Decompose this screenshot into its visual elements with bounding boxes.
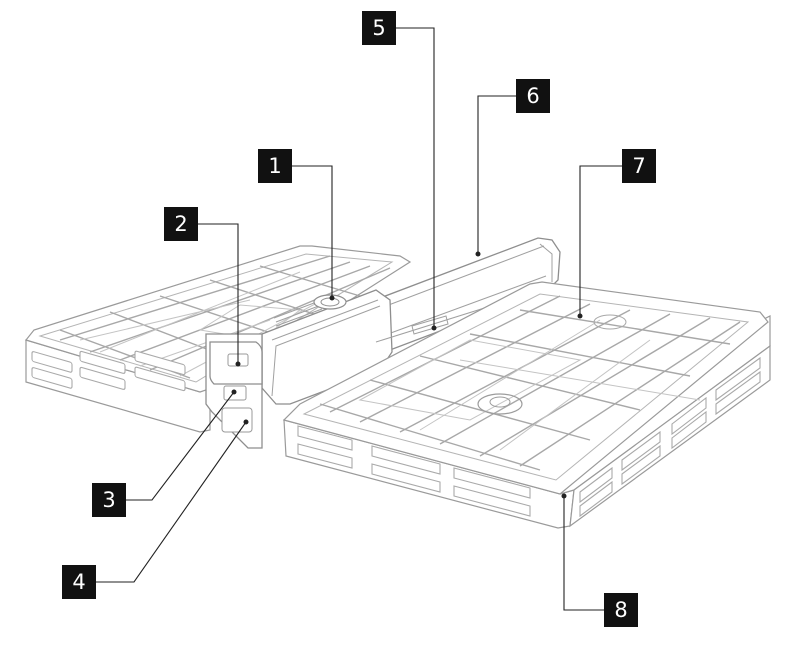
callout-5: 5 [362,11,396,45]
callout-7: 7 [622,149,656,183]
callout-5-label: 5 [372,16,385,40]
left-cage-side-slots [31,350,186,392]
right-cage-front-slots [297,425,531,517]
callout-3: 3 [92,483,126,517]
callout-8-label: 8 [614,598,627,622]
leader-7 [579,165,622,316]
left-cage [24,245,412,433]
usb-port [221,407,253,433]
callout-6-label: 6 [526,84,539,108]
callout-2-label: 2 [174,212,187,236]
callout-4: 4 [62,565,96,599]
callout-6: 6 [516,79,550,113]
callout-7-label: 7 [632,154,645,178]
leader-5 [396,27,435,328]
callout-4-label: 4 [72,570,85,594]
callout-1-label: 1 [268,154,281,178]
leader-2 [198,223,239,364]
callout-8: 8 [604,593,638,627]
leader-4 [96,421,247,583]
right-cage-mesh [319,295,741,471]
power-button [313,294,347,310]
callout-1: 1 [258,149,292,183]
callout-3-label: 3 [102,488,115,512]
leader-3 [126,391,235,501]
leader-1 [292,165,333,298]
right-cage-side-slots [579,356,761,518]
leader-lines [96,27,622,611]
callout-2: 2 [164,207,198,241]
leader-6 [477,95,516,254]
leader-8 [563,496,604,611]
right-cage [282,281,771,529]
